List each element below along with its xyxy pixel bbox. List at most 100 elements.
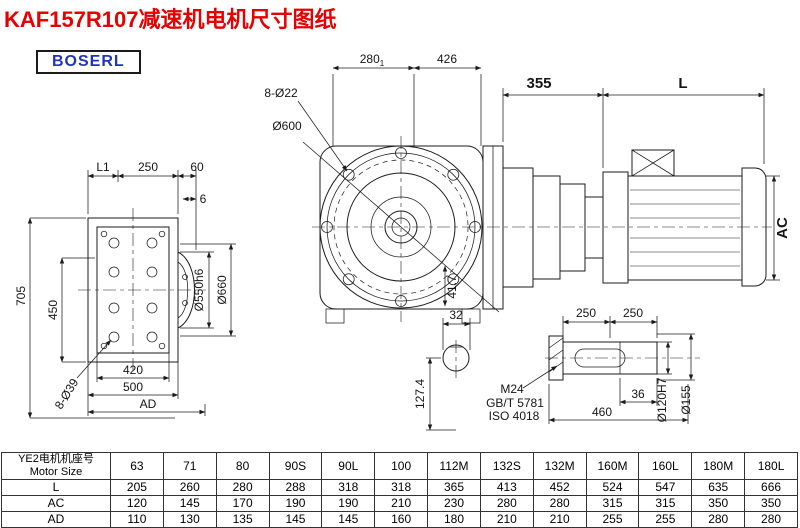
dim-cell: 255 bbox=[585, 511, 640, 528]
dim-cell: 318 bbox=[321, 479, 376, 496]
dim-426-label: 426 bbox=[437, 52, 457, 66]
dim-250b-label: 250 bbox=[623, 306, 643, 320]
size-col-header: 100 bbox=[374, 452, 429, 480]
dim-cell: 145 bbox=[321, 511, 376, 528]
size-col-header: 71 bbox=[162, 452, 217, 480]
dim-cell: 666 bbox=[744, 479, 798, 496]
dim-60-label: 60 bbox=[190, 160, 204, 174]
row-label: AC bbox=[1, 495, 111, 512]
side-view: 355 L AC bbox=[312, 75, 791, 310]
dim-cell: 190 bbox=[268, 495, 323, 512]
brand-logo: BOSERL bbox=[36, 50, 141, 74]
size-col-header: 132S bbox=[479, 452, 534, 480]
size-col-header: 180M bbox=[691, 452, 746, 480]
size-col-header: 112M bbox=[427, 452, 481, 480]
callout-iso-label: ISO 4018 bbox=[489, 409, 540, 423]
technical-drawing: L1 250 60 6 705 450 420 500 AD 8-Ø39 bbox=[14, 52, 791, 431]
dim-cell: 318 bbox=[374, 479, 429, 496]
dim-cell: 110 bbox=[110, 511, 164, 528]
dim-cell: 635 bbox=[691, 479, 746, 496]
dim-450-label: 450 bbox=[46, 300, 60, 320]
dim-ac-label: AC bbox=[774, 217, 791, 239]
dim-cell: 160 bbox=[374, 511, 429, 528]
size-col-header: 160M bbox=[585, 452, 640, 480]
row-label: AD bbox=[1, 511, 111, 528]
shaft-end-detail: 32 127.4 bbox=[413, 308, 471, 431]
callout-8xd22-label: 8-Ø22 bbox=[264, 86, 298, 100]
dim-d550-label: Ø550h6 bbox=[192, 268, 206, 311]
dim-cell: 350 bbox=[744, 495, 798, 512]
dim-l1-label: L1 bbox=[96, 160, 110, 174]
dim-cell: 413 bbox=[479, 479, 534, 496]
dim-cell: 190 bbox=[321, 495, 376, 512]
dim-cell: 230 bbox=[427, 495, 481, 512]
dim-d660-label: Ø660 bbox=[215, 275, 229, 305]
size-col-header: 90S bbox=[268, 452, 323, 480]
dim-cell: 280 bbox=[691, 511, 746, 528]
callout-8xd39-label: 8-Ø39 bbox=[52, 376, 82, 412]
dim-cell: 130 bbox=[162, 511, 217, 528]
dim-460-label: 460 bbox=[592, 405, 612, 419]
dim-d600-label: Ø600 bbox=[272, 119, 302, 133]
dim-1274-label: 127.4 bbox=[413, 379, 427, 409]
dim-420-label: 420 bbox=[123, 363, 143, 377]
dim-cell: 210 bbox=[532, 511, 587, 528]
dim-500-label: 500 bbox=[123, 380, 143, 394]
size-col-header: 132M bbox=[532, 452, 587, 480]
dim-d120-label: Ø120H7 bbox=[655, 377, 669, 422]
row-label: L bbox=[1, 479, 111, 496]
dim-cell: 350 bbox=[691, 495, 746, 512]
size-col-header: 160L bbox=[638, 452, 693, 480]
dim-ad-label: AD bbox=[140, 397, 157, 411]
dim-cell: 210 bbox=[374, 495, 429, 512]
dim-705-label: 705 bbox=[14, 286, 28, 306]
dim-cell: 280 bbox=[744, 511, 798, 528]
dim-cell: 524 bbox=[585, 479, 640, 496]
dim-l-label: L bbox=[678, 75, 687, 92]
dim-355-label: 355 bbox=[526, 75, 551, 92]
dim-cell: 288 bbox=[268, 479, 323, 496]
front-view: Ø600 8-Ø22 2801 426 41.7 bbox=[264, 52, 500, 324]
dim-cell: 547 bbox=[638, 479, 693, 496]
callout-m24-label: M24 bbox=[500, 382, 524, 396]
dim-cell: 180 bbox=[427, 511, 481, 528]
shaft-key-detail: 250 250 M24 GB/T 5781 ISO 4018 36 460 Ø1… bbox=[486, 306, 700, 424]
size-col-header: 180L bbox=[744, 452, 798, 480]
dim-cell: 135 bbox=[215, 511, 270, 528]
size-col-header: 90L bbox=[321, 452, 376, 480]
dim-6-label: 6 bbox=[200, 192, 207, 206]
dim-cell: 170 bbox=[215, 495, 270, 512]
dim-cell: 205 bbox=[110, 479, 164, 496]
dim-cell: 315 bbox=[638, 495, 693, 512]
dim-cell: 255 bbox=[638, 511, 693, 528]
dim-cell: 365 bbox=[427, 479, 481, 496]
callout-gbt-label: GB/T 5781 bbox=[486, 396, 544, 410]
dim-d155-label: Ø155 bbox=[679, 385, 693, 415]
dim-36-label: 36 bbox=[631, 387, 645, 401]
size-col-header: 63 bbox=[110, 452, 164, 480]
dim-cell: 145 bbox=[162, 495, 217, 512]
dim-cell: 315 bbox=[585, 495, 640, 512]
page-title: KAF157R107减速机电机尺寸图纸 bbox=[4, 7, 337, 32]
dim-cell: 120 bbox=[110, 495, 164, 512]
left-view: L1 250 60 6 705 450 420 500 AD 8-Ø39 bbox=[14, 160, 236, 419]
dim-32-label: 32 bbox=[449, 308, 463, 322]
dim-cell: 210 bbox=[479, 511, 534, 528]
dim-250-label: 250 bbox=[138, 160, 158, 174]
dim-cell: 260 bbox=[162, 479, 217, 496]
dim-cell: 145 bbox=[268, 511, 323, 528]
dim-cell: 280 bbox=[479, 495, 534, 512]
dim-280-label: 2801 bbox=[360, 52, 385, 68]
dim-cell: 452 bbox=[532, 479, 587, 496]
size-col-header: 80 bbox=[215, 452, 270, 480]
dim-250a-label: 250 bbox=[576, 306, 596, 320]
dim-cell: 280 bbox=[215, 479, 270, 496]
dim-cell: 280 bbox=[532, 495, 587, 512]
dim-417-label: 41.7 bbox=[445, 275, 459, 299]
